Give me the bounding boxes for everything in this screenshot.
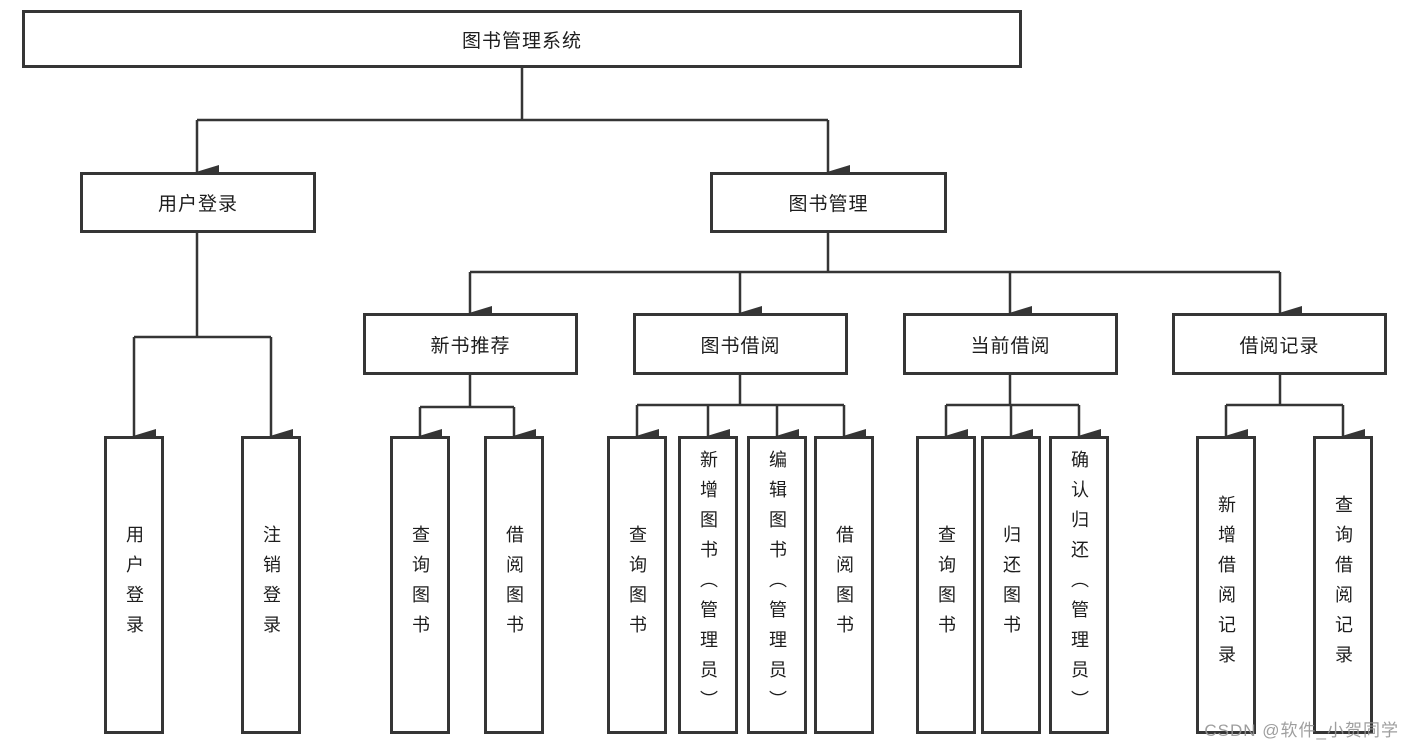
node-leaf-borrow-book-bb: 借阅图书 xyxy=(814,436,874,734)
node-new-book-recommendation: 新书推荐 xyxy=(363,313,578,375)
csdn-watermark: CSDN @软件_小贺同学 xyxy=(1204,721,1399,740)
node-leaf-return-book: 归还图书 xyxy=(981,436,1041,734)
node-leaf-query-book-cb: 查询图书 xyxy=(916,436,976,734)
node-leaf-add-borrow-record: 新增借阅记录 xyxy=(1196,436,1256,734)
node-leaf-user-login: 用户登录 xyxy=(104,436,164,734)
node-book-borrowing: 图书借阅 xyxy=(633,313,848,375)
node-leaf-edit-book-admin: 编辑图书（管理员） xyxy=(747,436,807,734)
node-book-management: 图书管理 xyxy=(710,172,947,233)
node-leaf-borrow-book-rec: 借阅图书 xyxy=(484,436,544,734)
node-leaf-query-book-rec: 查询图书 xyxy=(390,436,450,734)
node-leaf-logout: 注销登录 xyxy=(241,436,301,734)
node-borrowing-records: 借阅记录 xyxy=(1172,313,1387,375)
node-leaf-confirm-return-admin: 确认归还（管理员） xyxy=(1049,436,1109,734)
node-leaf-add-book-admin: 新增图书（管理员） xyxy=(678,436,738,734)
node-user-login: 用户登录 xyxy=(80,172,316,233)
node-current-borrowing: 当前借阅 xyxy=(903,313,1118,375)
node-leaf-query-borrow-record: 查询借阅记录 xyxy=(1313,436,1373,734)
node-leaf-query-book-bb: 查询图书 xyxy=(607,436,667,734)
node-root-system: 图书管理系统 xyxy=(22,10,1022,68)
